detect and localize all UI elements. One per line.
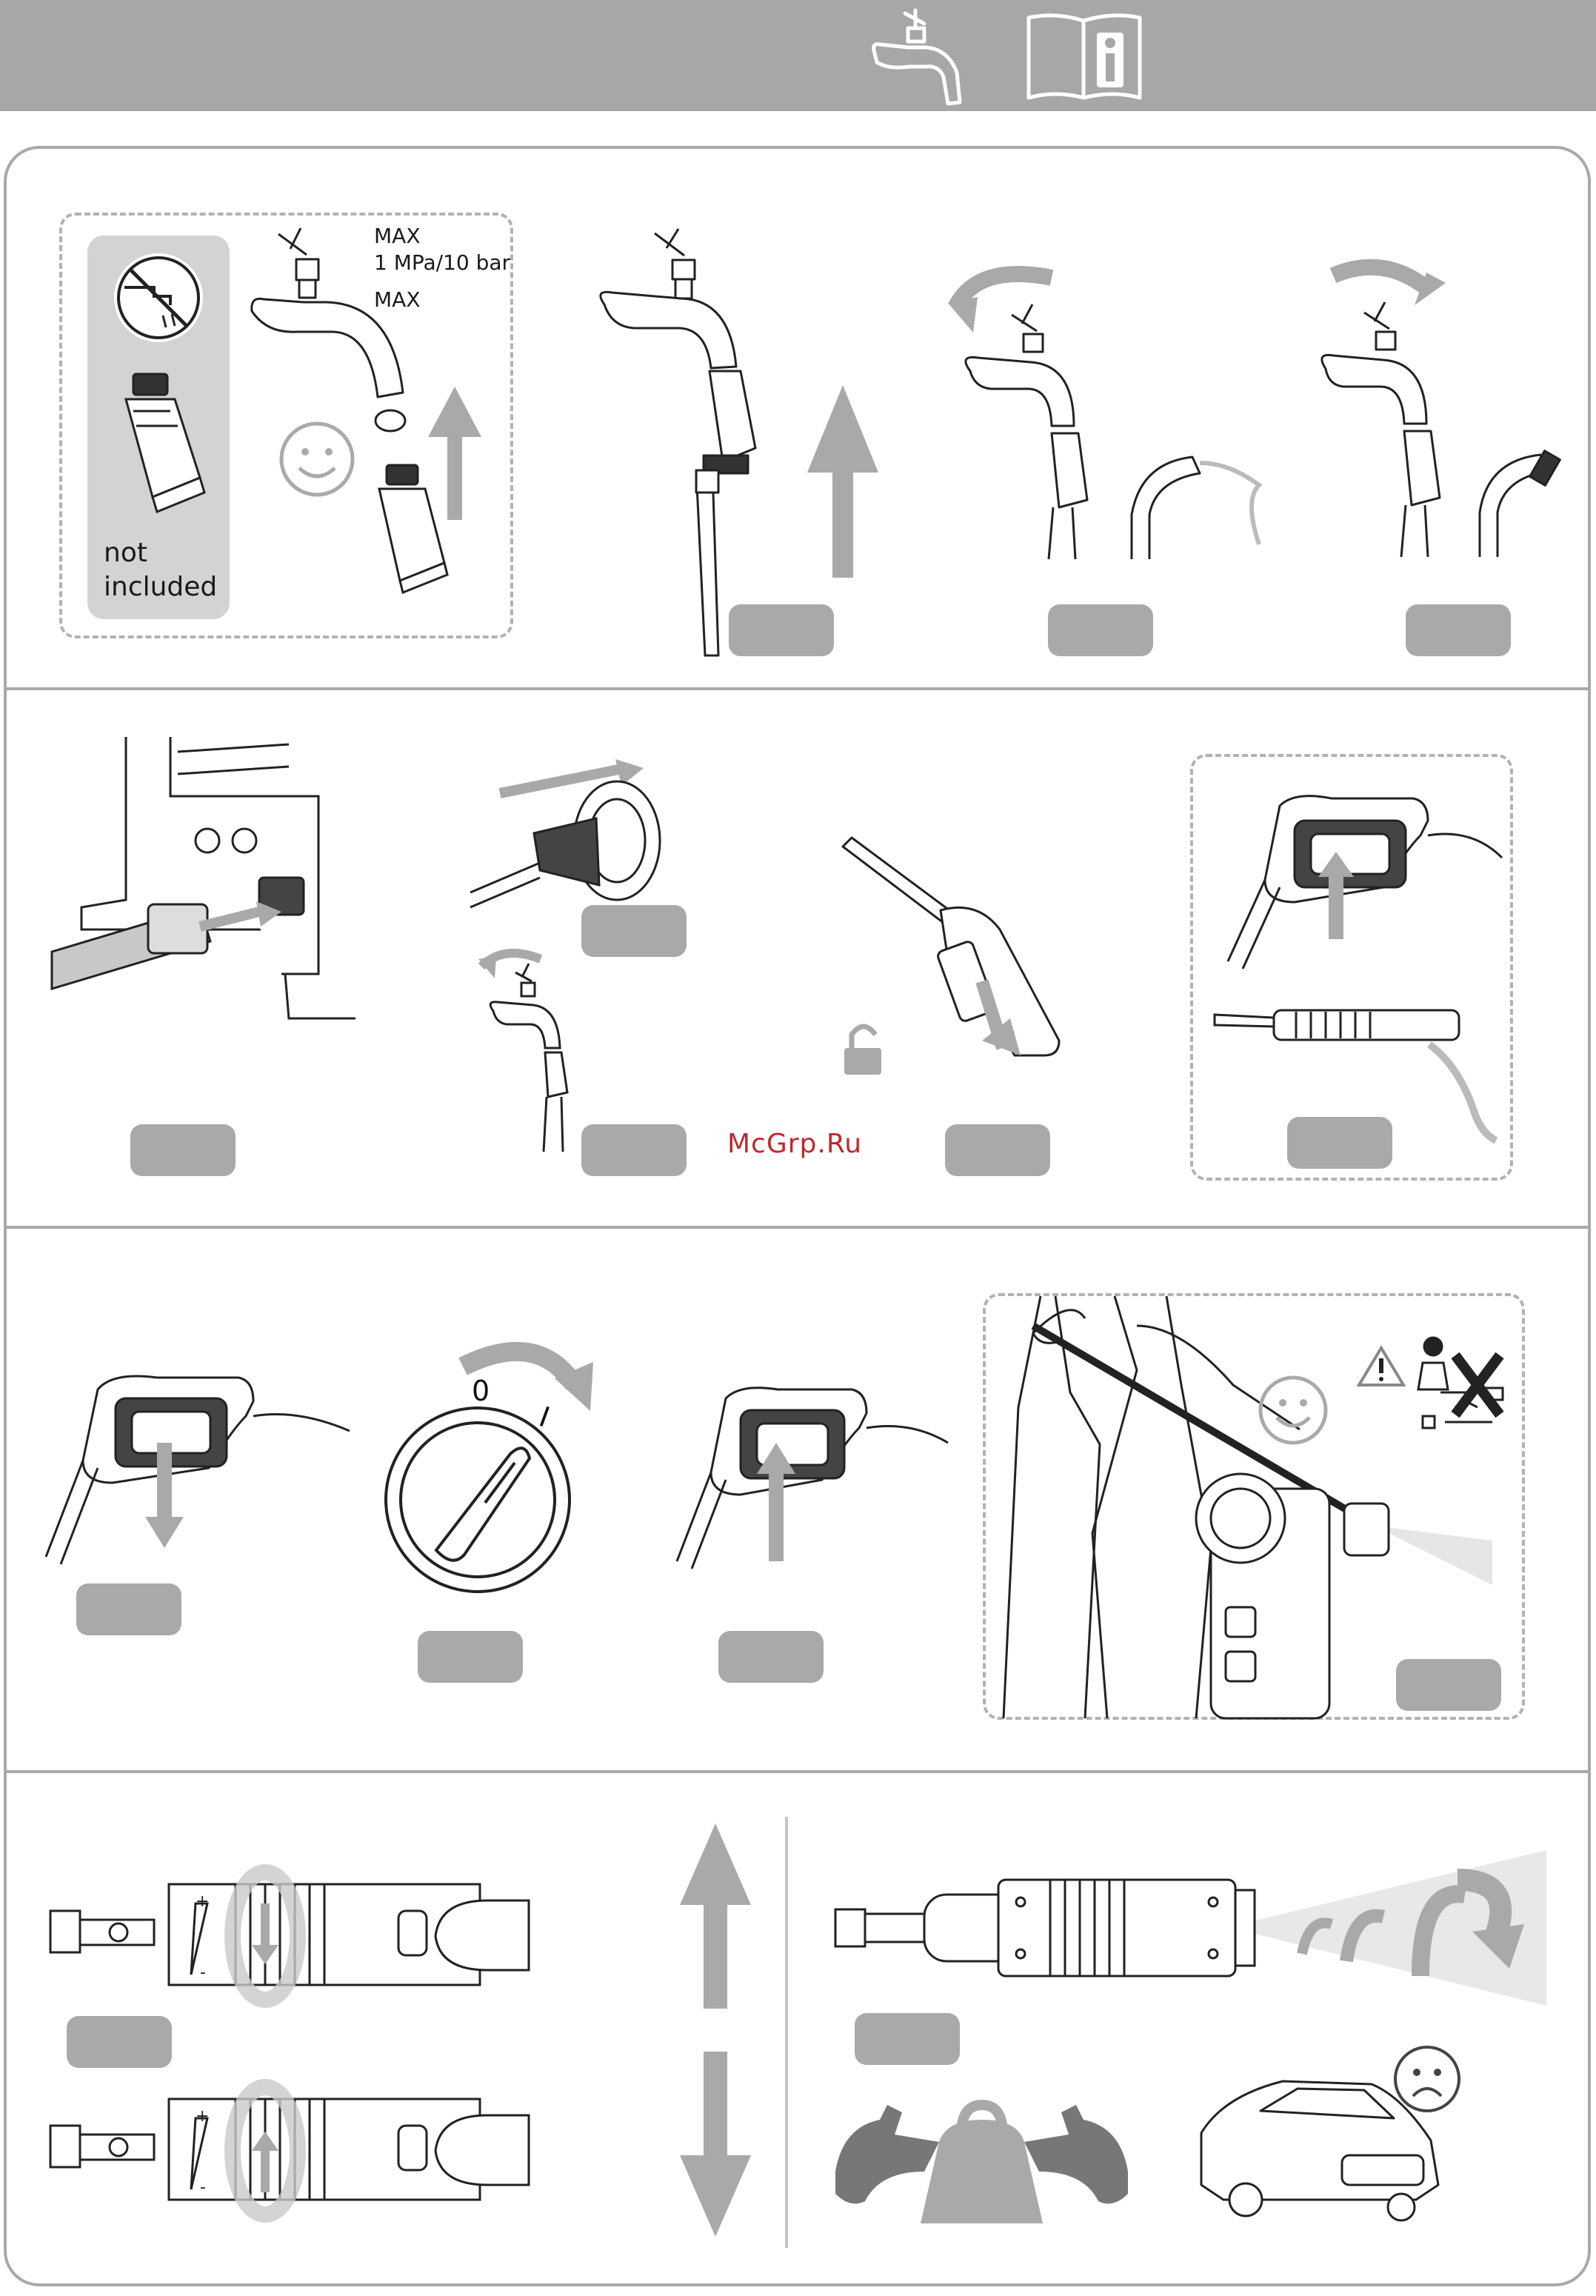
- row-divider-2: [4, 1226, 1591, 1229]
- smiley-icon-2: [1258, 1375, 1329, 1446]
- svg-text:-: -: [200, 1963, 206, 1982]
- max-label: MAX: [374, 224, 421, 248]
- manual-info-icon: [1026, 10, 1143, 101]
- close-tap-illustration: [1318, 261, 1563, 557]
- step-badge-3: [1406, 604, 1511, 656]
- operator-using-washer-illustration: [989, 1296, 1522, 1718]
- step-badge-14: [855, 2013, 960, 2065]
- step-badge-4: [130, 1124, 236, 1176]
- small-tap-illustration: [474, 937, 585, 1152]
- svg-text:+: +: [196, 2107, 209, 2126]
- row-divider-1: [4, 687, 1591, 690]
- step-badge-9: [76, 1583, 181, 1635]
- svg-text:+: +: [196, 1892, 209, 1911]
- step-badge-2: [1048, 604, 1153, 656]
- gun-release-illustration: [39, 1372, 350, 1572]
- step-badge-8: [1287, 1117, 1392, 1169]
- spray-gun-unlock-illustration: [837, 833, 1074, 1085]
- not-included-text-line1: not: [104, 538, 147, 568]
- pressure-down-arrow-icon: [680, 2052, 751, 2237]
- power-switch-illustration: 0 I: [381, 1329, 596, 1574]
- no-direct-tap-icon: [111, 250, 206, 345]
- plug-socket-illustration: [463, 752, 670, 922]
- step-badge-6: [581, 1124, 687, 1176]
- step-badge-5: [581, 905, 687, 957]
- step-badge-11: [718, 1631, 824, 1683]
- pressure-up-arrow-icon: [680, 1823, 751, 2009]
- gun-trigger-illustration: [1221, 791, 1502, 969]
- up-arrow-icon: [428, 387, 481, 520]
- header-bar: [0, 0, 1596, 111]
- row-divider-3: [4, 1770, 1591, 1773]
- watermark-text: McGrp.Ru: [727, 1129, 862, 1159]
- step-badge-13: [67, 2016, 172, 2068]
- smiley-icon: [278, 421, 355, 498]
- pressure-label: 1 MPa/10 bar: [374, 250, 510, 275]
- water-tap-icon: [867, 6, 970, 110]
- tap-connect-hose-illustration: [592, 226, 770, 655]
- switch-off-label: 0: [472, 1375, 490, 1407]
- step-badge-7: [945, 1124, 1050, 1176]
- machine-inlet-illustration: [52, 737, 363, 1018]
- sad-face-icon: [1392, 2044, 1462, 2114]
- max-label-2: MAX: [374, 287, 421, 312]
- vertical-separator: [785, 1817, 788, 2248]
- step-badge-1: [729, 604, 834, 656]
- open-tap-illustration: [948, 263, 1274, 559]
- adapter-illustration: [111, 367, 215, 515]
- up-arrow-icon-2: [807, 385, 878, 578]
- step-badge-12: [1396, 1659, 1501, 1711]
- not-included-text-line2: included: [104, 572, 217, 602]
- rotary-nozzle-illustration: [828, 1850, 1554, 2006]
- nozzle-high-pressure-illustration: + -: [50, 1881, 532, 2000]
- heavy-dirt-weight-icon: [835, 2090, 1128, 2231]
- step-badge-10: [418, 1631, 523, 1683]
- nozzle-low-pressure-illustration: + -: [50, 2096, 532, 2215]
- gun-squeeze-illustration: [667, 1384, 948, 1569]
- svg-text:-: -: [200, 2178, 206, 2197]
- switch-on-label: I: [535, 1401, 554, 1434]
